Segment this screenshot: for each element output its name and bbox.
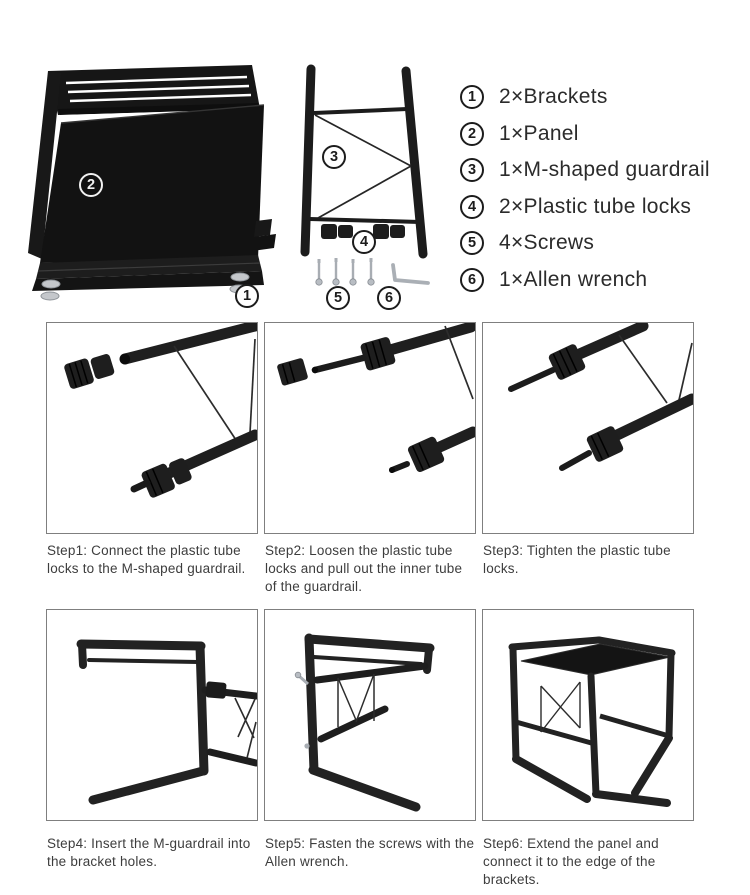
step4-caption: Step4: Insert the M-guardrail into the b… [47, 836, 251, 869]
step6-illustration [508, 636, 676, 807]
part-number-badge: 6 [460, 267, 484, 292]
tube-tip [130, 479, 151, 493]
wire [444, 325, 474, 400]
part-label: 1×Allen wrench [499, 267, 648, 291]
part-number-badge-screws: 5 [326, 286, 350, 310]
inner-tube [508, 367, 556, 392]
guardrail-illustration [300, 64, 430, 286]
step3-image [482, 322, 694, 534]
tube-open-end [311, 366, 319, 374]
part-number-badge-panel: 2 [79, 173, 103, 197]
part-number-badge: 3 [460, 158, 484, 183]
part-number-badge: 4 [460, 194, 484, 219]
step2-caption: Step2: Loosen the plastic tube locks and… [265, 543, 463, 594]
frame-rails [508, 636, 676, 657]
tube-lock [64, 354, 115, 389]
part-label: 1×Panel [499, 121, 579, 145]
step4-image [46, 609, 258, 821]
bracket-stack [32, 255, 264, 291]
tube-lock-detached [277, 358, 308, 386]
part-label: 2×Plastic tube locks [499, 194, 692, 218]
guardrail-right-tube [401, 66, 428, 259]
tube-lock [141, 458, 192, 498]
lower-rails [515, 713, 670, 747]
guardrail-tube [206, 748, 257, 767]
wires [173, 338, 256, 441]
step3-illustration [508, 323, 693, 471]
bracket-step-edge [254, 219, 272, 237]
guardrail-top-bar [313, 107, 408, 115]
step6-caption: Step6: Extend the panel and connect it t… [483, 836, 659, 887]
parts-list-item: 1 2×Brackets [460, 79, 710, 116]
panel-brackets-figure: 2 1 [18, 45, 280, 308]
bracket-left-rail [28, 71, 61, 259]
part-number-badge-brackets: 1 [235, 284, 259, 308]
parts-list-item: 5 4×Screws [460, 225, 710, 262]
part-number-badge-guardrail: 3 [322, 145, 346, 169]
wires [540, 681, 581, 733]
parts-list-item: 4 2×Plastic tube locks [460, 189, 710, 226]
tube [427, 426, 475, 456]
part-number-badge-tube-locks: 4 [352, 230, 376, 254]
part-number-badge-allen-wrench: 6 [377, 286, 401, 310]
wires [618, 334, 693, 404]
inner-tube [559, 450, 592, 471]
part-label: 2×Brackets [499, 85, 608, 109]
screw-icon [294, 671, 310, 749]
part-number-badge: 2 [460, 121, 484, 146]
part-number-badge: 1 [460, 85, 484, 110]
step4-illustration [76, 639, 257, 805]
tube [119, 323, 257, 365]
part-label: 1×M-shaped guardrail [499, 158, 710, 182]
part-number-badge: 5 [460, 231, 484, 256]
tube [607, 393, 693, 443]
step5-caption: Step5: Fasten the screws with the Allen … [265, 836, 475, 869]
bracket-step-edge [252, 234, 276, 251]
guardrail-left-tube [300, 64, 316, 257]
step2-image [264, 322, 476, 534]
step1-image [46, 322, 258, 534]
step6-image [482, 609, 694, 821]
bracket-frame [48, 65, 260, 115]
tube [569, 323, 649, 362]
tube-lock [205, 681, 227, 699]
tube-open-end [119, 353, 131, 365]
screws-icon [315, 258, 375, 286]
panel-board [40, 104, 265, 263]
tube-lock [548, 344, 586, 380]
step3-caption: Step3: Tighten the plastic tube locks. [483, 543, 671, 576]
bracket [304, 633, 435, 812]
parts-list-item: 3 1×M-shaped guardrail [460, 152, 710, 189]
parts-list-item: 6 1×Allen wrench [460, 262, 710, 299]
step5-illustration [294, 633, 435, 812]
part-label: 4×Screws [499, 231, 595, 255]
parts-list: 1 2×Brackets 2 1×Panel 3 1×M-shaped guar… [460, 79, 710, 298]
tube-lock [407, 436, 445, 473]
tube-lock [360, 337, 396, 371]
tube [377, 323, 475, 358]
step2-illustration [277, 323, 475, 473]
inner-tube [311, 354, 367, 374]
tube-tip-end [389, 467, 395, 473]
bracket [76, 639, 209, 805]
guardrail-wires [314, 114, 412, 219]
tube-locks [321, 224, 405, 239]
panel-brackets-illustration [28, 65, 276, 301]
wires [234, 697, 257, 759]
guardrail-tube [313, 662, 429, 684]
tube-lock [586, 426, 624, 462]
allen-wrench-icon [391, 263, 430, 285]
guardrail-figure: 3 4 5 6 [292, 62, 460, 312]
legs [509, 645, 675, 807]
step1-caption: Step1: Connect the plastic tube locks to… [47, 543, 246, 576]
step5-image [264, 609, 476, 821]
wires [337, 673, 375, 727]
parts-list-item: 2 1×Panel [460, 116, 710, 153]
step1-illustration [64, 323, 257, 498]
guardrail-bottom-bar [309, 217, 421, 224]
